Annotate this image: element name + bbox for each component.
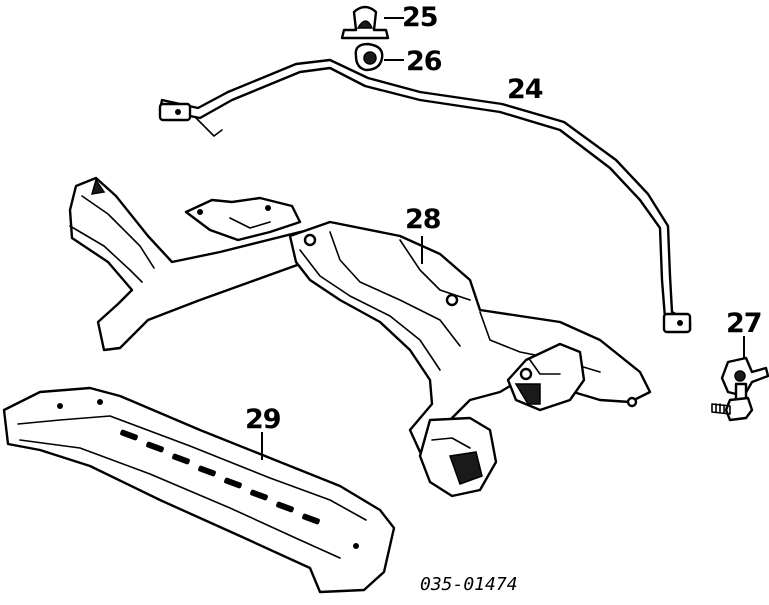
callout-26: 26: [406, 46, 443, 77]
front-subframe: [68, 176, 652, 498]
callout-28: 28: [405, 204, 442, 235]
bar-bushing: [354, 42, 404, 72]
stabilizer-bar: [158, 58, 692, 334]
stabilizer-link: [711, 336, 769, 422]
lower-plate: [2, 386, 396, 594]
callout-25: 25: [402, 2, 439, 33]
callout-24: 24: [507, 74, 544, 105]
callout-27: 27: [726, 308, 763, 339]
bushing-holder: [340, 5, 404, 40]
diagram-code: 035-01474: [420, 574, 518, 595]
callout-29: 29: [245, 404, 282, 435]
